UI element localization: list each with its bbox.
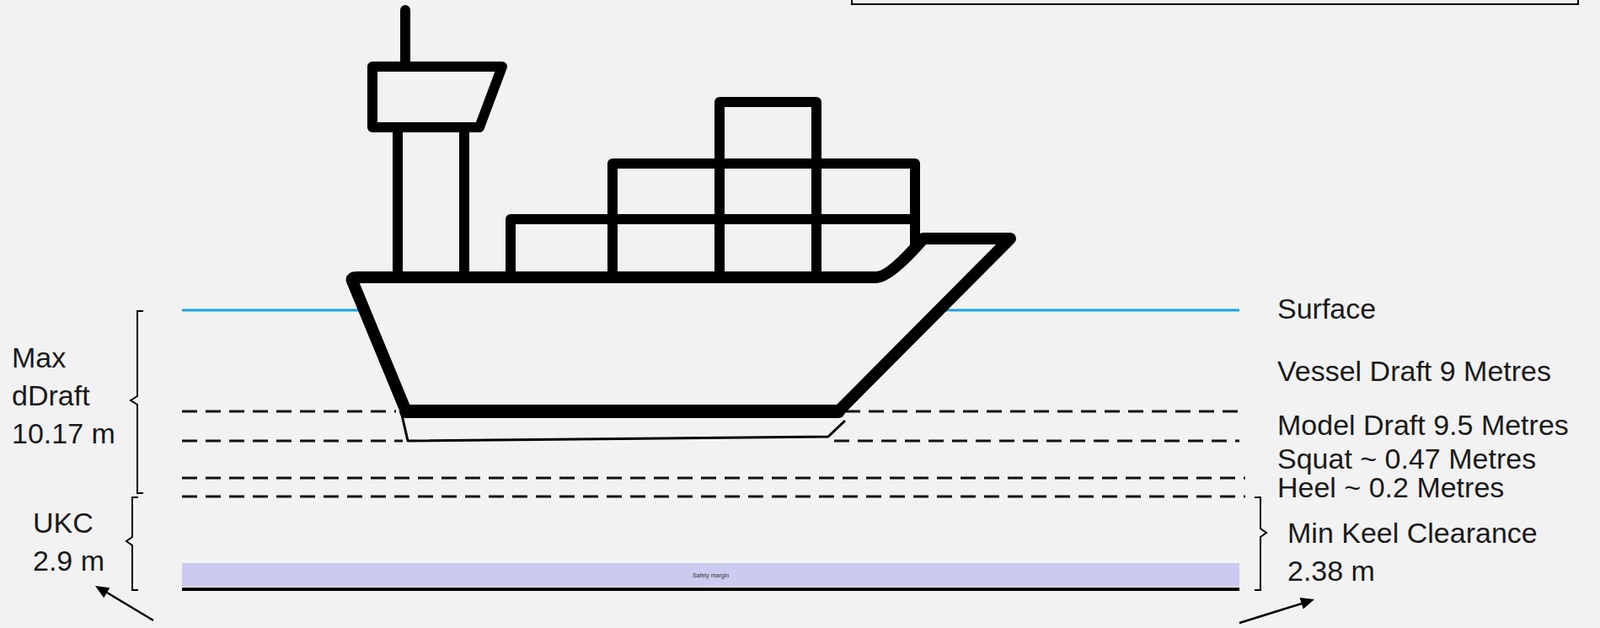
seabed-line xyxy=(181,587,1240,591)
brackets xyxy=(126,310,1267,590)
frame-box xyxy=(851,0,1579,5)
dimension-label: Heel ~ 0.2 Metres xyxy=(1277,468,1504,507)
dimension-text: Model Draft 9.5 Metres xyxy=(1277,408,1569,441)
dimension-text: Squat ~ 0.47 Metres xyxy=(1277,442,1536,475)
dimension-label: Max dDraft 10.17 m xyxy=(11,338,134,453)
leader-arrows xyxy=(95,585,1315,623)
dimension-text: Heel ~ 0.2 Metres xyxy=(1277,470,1504,504)
dimension-label: UKC 2.9 m xyxy=(32,503,118,580)
dimension-label: Model Draft 9.5 Metres xyxy=(1277,406,1569,445)
ship xyxy=(352,10,1011,441)
safety-band: Safety margin xyxy=(181,562,1240,587)
dimension-label: Surface xyxy=(1277,289,1376,328)
dimension-label: Min Keel Clearance 2.38 m xyxy=(1287,513,1566,590)
dimension-text: Vessel Draft 9 Metres xyxy=(1277,354,1552,387)
dimension-text: Surface xyxy=(1277,292,1376,325)
dimension-text: Min Keel Clearance 2.38 m xyxy=(1287,516,1538,587)
dimension-label: Vessel Draft 9 Metres xyxy=(1277,352,1552,391)
band-label: Safety margin xyxy=(692,572,729,578)
dimension-text: Max dDraft 10.17 m xyxy=(11,341,116,450)
depth-lines xyxy=(181,411,1246,497)
dimension-text: UKC 2.9 m xyxy=(32,506,105,577)
